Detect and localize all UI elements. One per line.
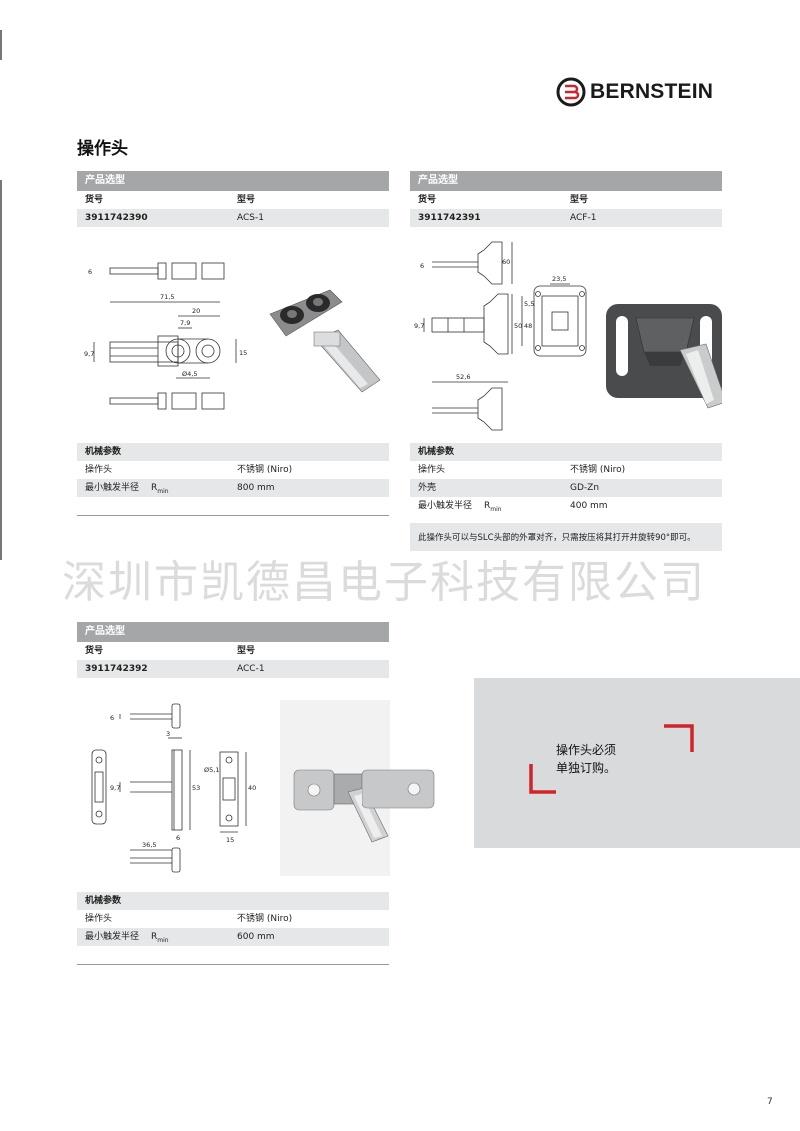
dim-label: 6	[176, 834, 180, 842]
dim-label: 23,5	[552, 275, 566, 283]
param-value: 不锈钢 (Niro)	[237, 465, 293, 475]
dim-label: 53	[192, 784, 200, 792]
model: ACC-1	[237, 664, 265, 674]
dim-label: 60	[502, 258, 510, 266]
table-row: 操作头 不锈钢 (Niro)	[77, 910, 389, 928]
dim-label: Ø5,1	[204, 766, 219, 774]
page-number: 7	[767, 1097, 773, 1107]
bernstein-logo-icon	[556, 77, 586, 107]
order-note-text: 操作头必须 单独订购。	[556, 743, 617, 775]
mech-params-header: 机械参数	[410, 443, 722, 461]
column-headers: 货号 型号	[77, 191, 389, 209]
param-label: 最小触发半径	[85, 483, 140, 493]
radius-symbol: Rmin	[484, 501, 502, 513]
product-acf1-selection: 产品选型 货号 型号 3911742391 ACF-1	[410, 171, 722, 227]
acf1-product-render	[606, 304, 722, 409]
brand-logo: BERNSTEIN	[556, 76, 713, 108]
dim-label: 9,7	[414, 322, 424, 330]
dim-label: 40	[248, 784, 256, 792]
param-label: 操作头	[85, 914, 113, 924]
product-acc1-mech-params: 机械参数 操作头 不锈钢 (Niro) 最小触发半径 Rmin 600 mm	[77, 892, 389, 965]
mech-params-header: 机械参数	[77, 892, 389, 910]
article-no: 3911742391	[418, 213, 481, 223]
dim-label: 36,5	[142, 841, 156, 849]
param-label: 外壳	[418, 483, 437, 493]
product-acs1-mech-params: 机械参数 操作头 不锈钢 (Niro) 最小触发半径 Rmin 800 mm	[77, 443, 389, 516]
dim-label: 7,9	[180, 319, 190, 327]
dim-label: 50	[514, 322, 522, 330]
param-value: 800 mm	[237, 483, 275, 493]
dim-label: 3	[166, 730, 170, 738]
param-value: GD-Zn	[570, 483, 600, 493]
param-value: 600 mm	[237, 932, 275, 942]
table-row: 外壳 GD-Zn	[410, 479, 722, 497]
article-no-header: 货号	[85, 646, 104, 656]
divider	[77, 964, 389, 965]
table-row: 3911742390 ACS-1	[77, 209, 389, 227]
dim-label: 71,5	[160, 293, 174, 301]
acs1-technical-drawing: 6 71,5 20 7,9 9,7 15 Ø4,5	[84, 262, 381, 410]
dim-label: 6	[110, 714, 114, 722]
page-edge-mark	[0, 30, 2, 60]
page-edge-mark	[0, 180, 2, 560]
acs1-product-render	[269, 289, 381, 393]
radius-symbol: Rmin	[151, 483, 169, 495]
article-no: 3911742392	[85, 664, 148, 674]
divider	[77, 515, 389, 516]
dim-label: 52,6	[456, 373, 470, 381]
mech-params-header: 机械参数	[77, 443, 389, 461]
product-acs1-selection: 产品选型 货号 型号 3911742390 ACS-1	[77, 171, 389, 227]
page-title: 操作头	[77, 139, 128, 159]
article-no-header: 货号	[85, 195, 104, 205]
article-no: 3911742390	[85, 213, 148, 223]
watermark: 深圳市凯德昌电子科技有限公司	[62, 557, 706, 608]
model: ACS-1	[237, 213, 264, 223]
acf1-technical-drawing: 6 60 23,5 9,7 50 5,5 48 52,6	[414, 241, 722, 431]
product-acc1-selection: 产品选型 货号 型号 3911742392 ACC-1	[77, 622, 389, 678]
column-headers: 货号 型号	[410, 191, 722, 209]
dim-label: 48	[524, 322, 532, 330]
model-header: 型号	[237, 195, 256, 205]
acc1-technical-drawing: 6 3 9,7 53 Ø5,1 40 6 36,5 15	[91, 700, 390, 876]
dim-label: 6	[88, 268, 92, 276]
dim-label: 15	[239, 349, 247, 357]
acc1-render-plate	[362, 769, 435, 809]
compatibility-note: 此操作头可以与SLC头部的外罩对齐，只需按压将其打开并旋转90°即可。	[410, 523, 722, 551]
dim-label: 20	[192, 307, 200, 315]
brand-name: BERNSTEIN	[590, 80, 714, 103]
table-row: 最小触发半径 Rmin 800 mm	[77, 479, 389, 497]
param-value: 不锈钢 (Niro)	[570, 465, 626, 475]
table-row: 操作头 不锈钢 (Niro)	[410, 461, 722, 479]
column-headers: 货号 型号	[77, 642, 389, 660]
selection-header: 产品选型	[77, 622, 389, 642]
model: ACF-1	[570, 213, 597, 223]
param-label: 最小触发半径	[418, 501, 473, 511]
table-row: 3911742391 ACF-1	[410, 209, 722, 227]
dim-label: Ø4,5	[182, 370, 197, 378]
table-row: 最小触发半径 Rmin 400 mm	[410, 497, 722, 515]
callout-corner-brackets	[529, 724, 694, 794]
table-row: 3911742392 ACC-1	[77, 660, 389, 678]
selection-header: 产品选型	[77, 171, 389, 191]
model-header: 型号	[237, 646, 256, 656]
dim-label: 9,7	[84, 350, 94, 358]
param-value: 不锈钢 (Niro)	[237, 914, 293, 924]
order-note-callout	[474, 678, 800, 848]
param-value: 400 mm	[570, 501, 608, 511]
selection-header: 产品选型	[410, 171, 722, 191]
dim-label: 15	[226, 836, 234, 844]
param-label: 操作头	[85, 465, 113, 475]
param-label: 操作头	[418, 465, 446, 475]
article-no-header: 货号	[418, 195, 437, 205]
table-row: 操作头 不锈钢 (Niro)	[77, 461, 389, 479]
radius-symbol: Rmin	[151, 932, 169, 944]
model-header: 型号	[570, 195, 589, 205]
table-row: 最小触发半径 Rmin 600 mm	[77, 928, 389, 946]
dim-label: 5,5	[524, 300, 534, 308]
param-label: 最小触发半径	[85, 932, 140, 942]
product-acf1-mech-params: 机械参数 操作头 不锈钢 (Niro) 外壳 GD-Zn 最小触发半径 Rmin…	[410, 443, 722, 551]
dim-label: 9,7	[110, 784, 120, 792]
dim-label: 6	[420, 262, 424, 270]
